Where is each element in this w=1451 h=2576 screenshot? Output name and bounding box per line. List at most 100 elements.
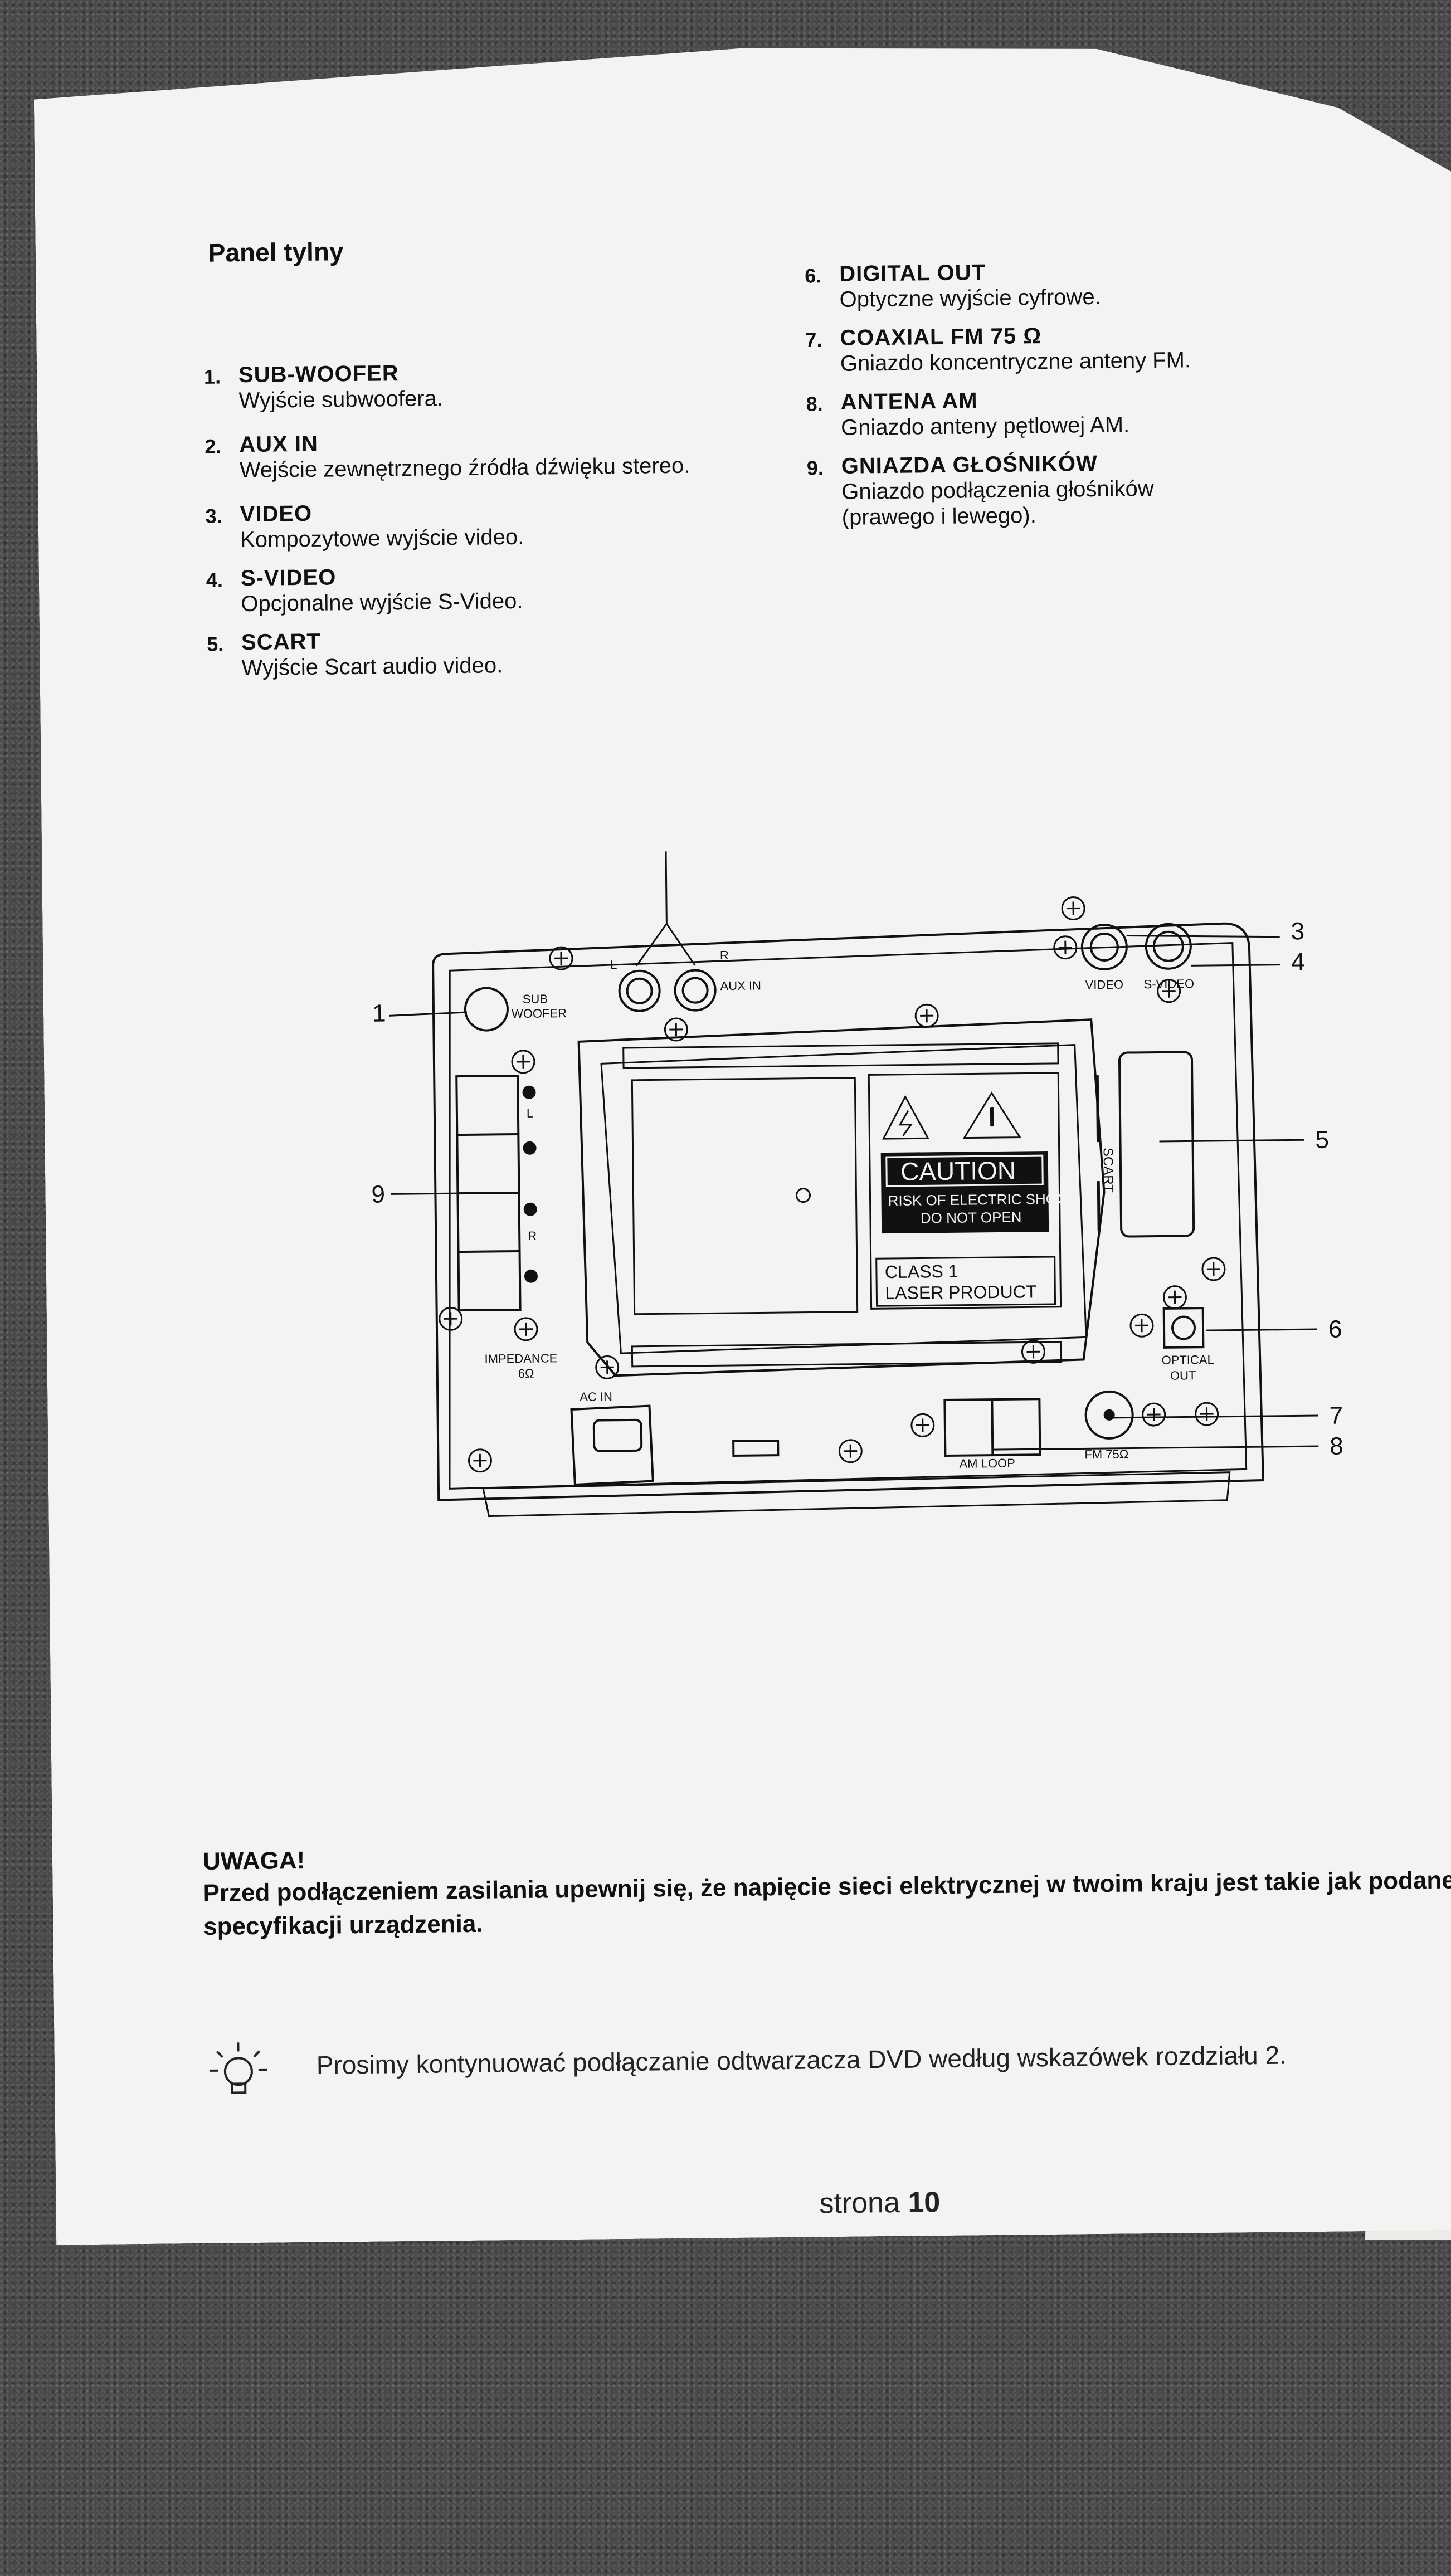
aux-in-right-jack-inner bbox=[683, 978, 707, 1002]
screw-icon bbox=[440, 1307, 462, 1330]
screw-icon bbox=[665, 1018, 687, 1041]
s-video-label: S-VIDEO bbox=[1143, 977, 1194, 991]
center-panel-inner bbox=[601, 1045, 1087, 1353]
ac-in-label: AC IN bbox=[580, 1389, 612, 1404]
aux-in-left-jack-inner bbox=[627, 978, 651, 1003]
callout-lines bbox=[387, 845, 1318, 1456]
item-number: 4. bbox=[206, 568, 223, 592]
item-title: ANTENA AM bbox=[840, 388, 978, 414]
risk-text: RISK OF ELECTRIC SHOCK bbox=[888, 1190, 1077, 1209]
screw-icon bbox=[1163, 1286, 1186, 1308]
speaker-divider bbox=[459, 1251, 520, 1252]
screw-hole bbox=[796, 1189, 810, 1202]
speaker-l-label: L bbox=[527, 1106, 534, 1120]
callout-1: 1 bbox=[372, 999, 386, 1027]
item-title: COAXIAL FM 75 Ω bbox=[840, 324, 1042, 350]
fm-label: FM 75Ω bbox=[1084, 1447, 1128, 1462]
screw-icon bbox=[916, 1004, 938, 1027]
label-area bbox=[869, 1073, 1060, 1309]
screw-icon bbox=[1142, 1403, 1165, 1426]
callout-4: 4 bbox=[1291, 948, 1305, 975]
video-jack-icon bbox=[1082, 925, 1127, 970]
callout-6: 6 bbox=[1328, 1316, 1342, 1343]
rear-panel-diagram: 1 2 3 4 5 6 7 8 9 SUB WOOFER L R AUX IN … bbox=[354, 844, 1387, 1590]
chassis-inner bbox=[444, 943, 1247, 1489]
item-number: 7. bbox=[805, 328, 822, 352]
screw-icon bbox=[912, 1414, 934, 1436]
item-description: Wejście zewnętrznego źródła dźwięku ster… bbox=[239, 453, 690, 483]
item-description: Optyczne wyjście cyfrowe. bbox=[839, 284, 1101, 312]
callout-3: 3 bbox=[1291, 918, 1304, 945]
woofer-label: WOOFER bbox=[512, 1006, 567, 1021]
item-title: VIDEO bbox=[240, 501, 313, 527]
video-label: VIDEO bbox=[1085, 978, 1123, 992]
warning-title: UWAGA! bbox=[202, 1847, 305, 1875]
item-title: SUB-WOOFER bbox=[238, 361, 400, 388]
speaker-divider bbox=[457, 1134, 518, 1135]
page-number: strona 10 bbox=[819, 2185, 940, 2220]
optical-out-socket-icon bbox=[1164, 1308, 1204, 1348]
item-title: S-VIDEO bbox=[240, 565, 337, 591]
s-video-jack-icon bbox=[1146, 924, 1191, 969]
item-description: Opcjonalne wyjście S-Video. bbox=[241, 588, 523, 617]
ac-in-plug bbox=[594, 1420, 642, 1451]
section-heading: Panel tylny bbox=[208, 237, 344, 267]
class1-text: CLASS 1 bbox=[885, 1261, 958, 1282]
laser-class-box bbox=[877, 1257, 1055, 1306]
scart-mark-top bbox=[1097, 1075, 1098, 1142]
screw-icon bbox=[1195, 1403, 1218, 1425]
screw-icon bbox=[550, 947, 572, 969]
s-video-jack-inner bbox=[1154, 931, 1184, 961]
screw-icon bbox=[839, 1440, 861, 1462]
sub-label: SUB bbox=[523, 992, 548, 1006]
exclamation-warning-icon bbox=[964, 1093, 1020, 1138]
caution-frame bbox=[887, 1155, 1043, 1186]
speaker-r-label: R bbox=[528, 1229, 537, 1243]
page-number-value: 10 bbox=[908, 2186, 941, 2219]
sub-woofer-jack-icon bbox=[465, 988, 508, 1031]
laser-text: LASER PRODUCT bbox=[885, 1281, 1036, 1303]
caution-text: CAUTION bbox=[900, 1156, 1016, 1186]
switch-icon bbox=[733, 1441, 778, 1456]
item-description: Kompozytowe wyjście video. bbox=[240, 524, 524, 553]
lightbulb-icon bbox=[204, 2037, 272, 2104]
screw-icon bbox=[515, 1318, 537, 1340]
screw-icon bbox=[596, 1356, 619, 1378]
tip-text: Prosimy kontynuować podłączanie odtwarza… bbox=[316, 2040, 1287, 2080]
optical-label: OPTICAL bbox=[1161, 1353, 1214, 1367]
speaker-polarity-markers bbox=[522, 1086, 538, 1283]
item-number: 9. bbox=[806, 456, 824, 480]
center-panel-outer bbox=[578, 1019, 1106, 1376]
manual-page: Panel tylny 1. SUB-WOOFER Wyjście subwoo… bbox=[33, 41, 1451, 2245]
screw-icon bbox=[1054, 936, 1077, 958]
item-number: 3. bbox=[205, 504, 222, 528]
screw-icon bbox=[1062, 897, 1084, 919]
do-not-open-text: DO NOT OPEN bbox=[921, 1209, 1022, 1227]
item-description-line2: (prawego i lewego). bbox=[841, 503, 1037, 530]
screw-icon bbox=[1131, 1314, 1153, 1336]
impedance-ohm-label: 6Ω bbox=[518, 1367, 534, 1380]
blank-plate bbox=[632, 1078, 857, 1314]
lightning-warning-icon bbox=[883, 1096, 928, 1139]
caution-plate bbox=[881, 1151, 1049, 1233]
scart-socket-icon bbox=[1119, 1052, 1194, 1236]
scart-label: SCART bbox=[1101, 1148, 1116, 1193]
item-description: Gniazdo anteny pętlowej AM. bbox=[840, 412, 1130, 440]
aux-in-label: AUX IN bbox=[720, 978, 761, 993]
item-title: GNIAZDA GŁOŚNIKÓW bbox=[841, 451, 1098, 479]
item-number: 6. bbox=[804, 264, 822, 287]
optical-out-label: OUT bbox=[1170, 1368, 1196, 1382]
aux-in-right-jack-icon bbox=[675, 970, 715, 1011]
aux-in-left-jack-icon bbox=[619, 970, 660, 1011]
warning-text: Przed podłączeniem zasilania upewnij się… bbox=[203, 1866, 1451, 1940]
scart-mark-bottom bbox=[1098, 1181, 1099, 1231]
screw-icon bbox=[1202, 1258, 1225, 1280]
item-description: Wyjście Scart audio video. bbox=[241, 653, 503, 681]
screw-icon bbox=[1022, 1340, 1044, 1363]
item-number: 5. bbox=[206, 632, 224, 656]
callout-7: 7 bbox=[1329, 1402, 1343, 1430]
optical-out-inner bbox=[1172, 1316, 1195, 1339]
aux-l-label: L bbox=[610, 958, 617, 972]
fm-antenna-pin bbox=[1105, 1411, 1114, 1419]
item-number: 2. bbox=[204, 435, 222, 458]
